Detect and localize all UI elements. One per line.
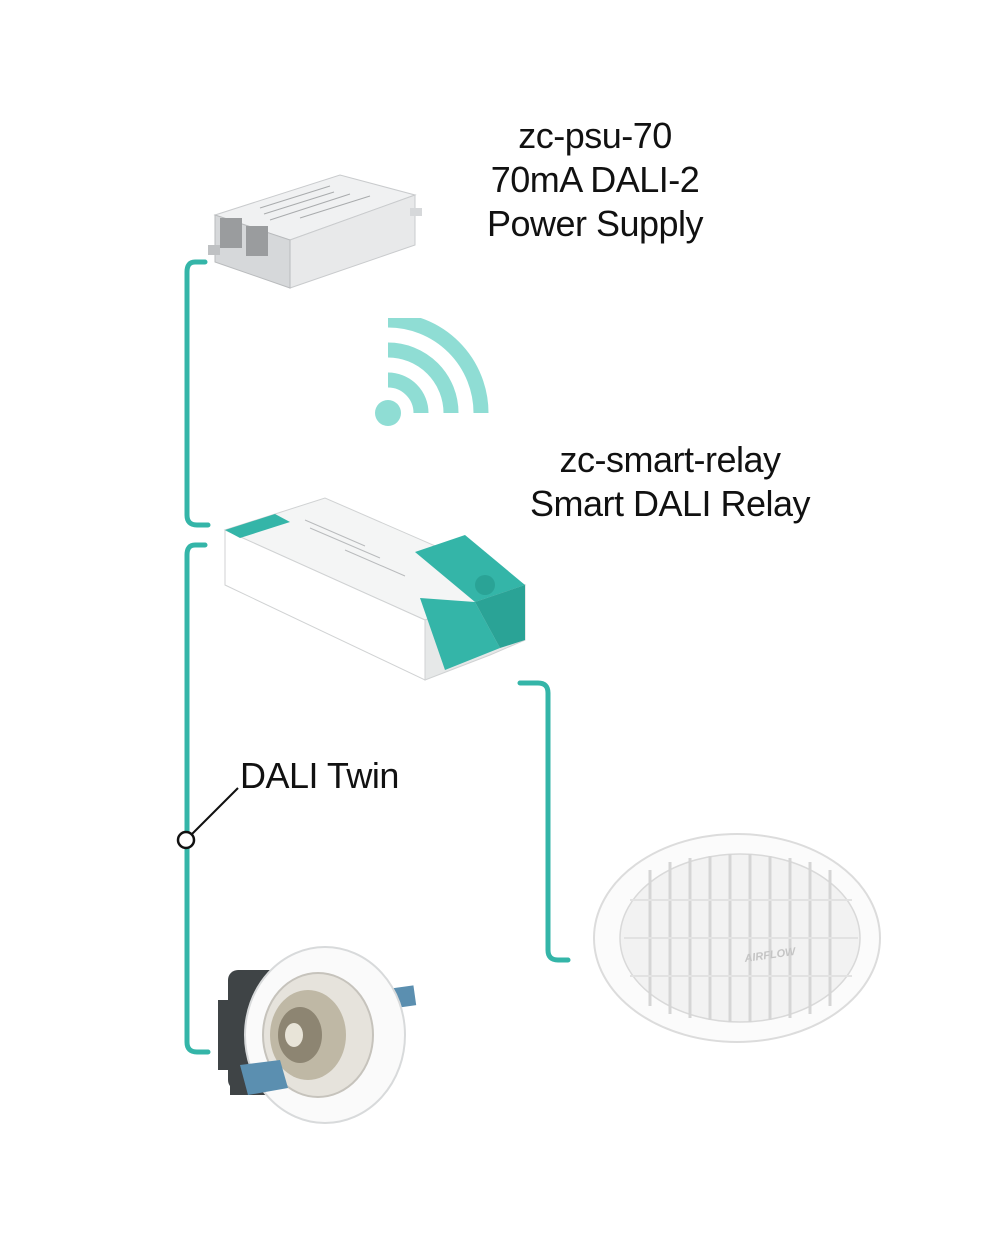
psu-description: Power Supply — [486, 203, 704, 244]
psu-device — [208, 174, 422, 289]
psu-model: zc-psu-70 — [518, 115, 672, 156]
wifi-icon — [375, 318, 489, 426]
downlight-device — [218, 946, 417, 1124]
dali-twin-leader — [190, 787, 239, 836]
psu-to-relay-wire — [184, 259, 211, 528]
relay-label: zc-smart-relay Smart DALI Relay — [490, 438, 850, 526]
psu-spec: 70mA DALI-2 — [490, 159, 700, 200]
relay-description: Smart DALI Relay — [529, 483, 811, 524]
fan-device: AIRFLOW — [593, 833, 881, 1043]
dali-twin-label: DALI Twin — [240, 755, 399, 796]
dali-twin-marker — [176, 830, 196, 850]
relay-to-downlight-wire — [184, 542, 211, 1055]
relay-model: zc-smart-relay — [559, 439, 781, 480]
relay-device — [223, 497, 527, 681]
relay-to-fan-wire — [517, 680, 571, 963]
psu-label: zc-psu-70 70mA DALI-2 Power Supply — [430, 114, 760, 246]
